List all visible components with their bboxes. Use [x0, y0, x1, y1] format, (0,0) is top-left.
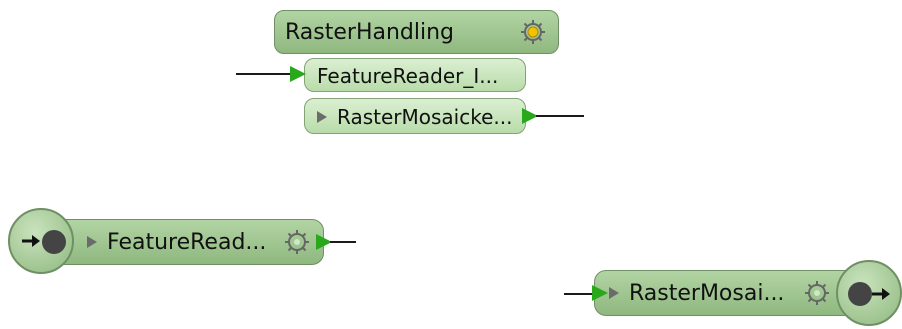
raster-handling-title: RasterHandling	[285, 20, 455, 45]
reader-input-circle[interactable]	[8, 208, 74, 274]
gear-icon[interactable]	[283, 228, 311, 256]
output-connection-line[interactable]	[536, 115, 584, 117]
reader-output-connection[interactable]	[330, 241, 356, 243]
node-dot	[42, 230, 66, 254]
rastermosaicker-node-label: RasterMosai...	[629, 281, 785, 306]
input-port-label: FeatureReader_I...	[317, 64, 499, 88]
arrow-right-icon	[872, 288, 890, 300]
mosaicker-output-circle[interactable]	[836, 260, 902, 326]
input-connection-line[interactable]	[236, 73, 296, 75]
arrow-right-icon	[22, 235, 40, 247]
input-port-featurereader[interactable]: FeatureReader_I...	[304, 58, 526, 92]
node-dot	[848, 282, 872, 306]
featurereader-node-label: FeatureRead...	[107, 230, 267, 255]
featurereader-node[interactable]: FeatureRead...	[42, 219, 324, 265]
rastermosaicker-node[interactable]: RasterMosai...	[594, 270, 864, 316]
play-icon	[87, 236, 97, 248]
play-icon	[609, 287, 619, 299]
play-icon	[317, 111, 327, 123]
output-port-rastermosaicker[interactable]: RasterMosaicke...	[304, 98, 526, 134]
green-arrow-icon	[290, 66, 306, 82]
raster-handling-group[interactable]: RasterHandling	[274, 10, 559, 54]
green-arrow-icon	[522, 108, 538, 124]
output-port-label: RasterMosaicke...	[337, 105, 513, 129]
green-arrow-icon	[316, 234, 332, 250]
green-arrow-icon	[592, 285, 608, 301]
gear-icon[interactable]	[519, 18, 547, 46]
mosaicker-input-connection[interactable]	[564, 293, 594, 295]
gear-icon[interactable]	[803, 279, 831, 307]
